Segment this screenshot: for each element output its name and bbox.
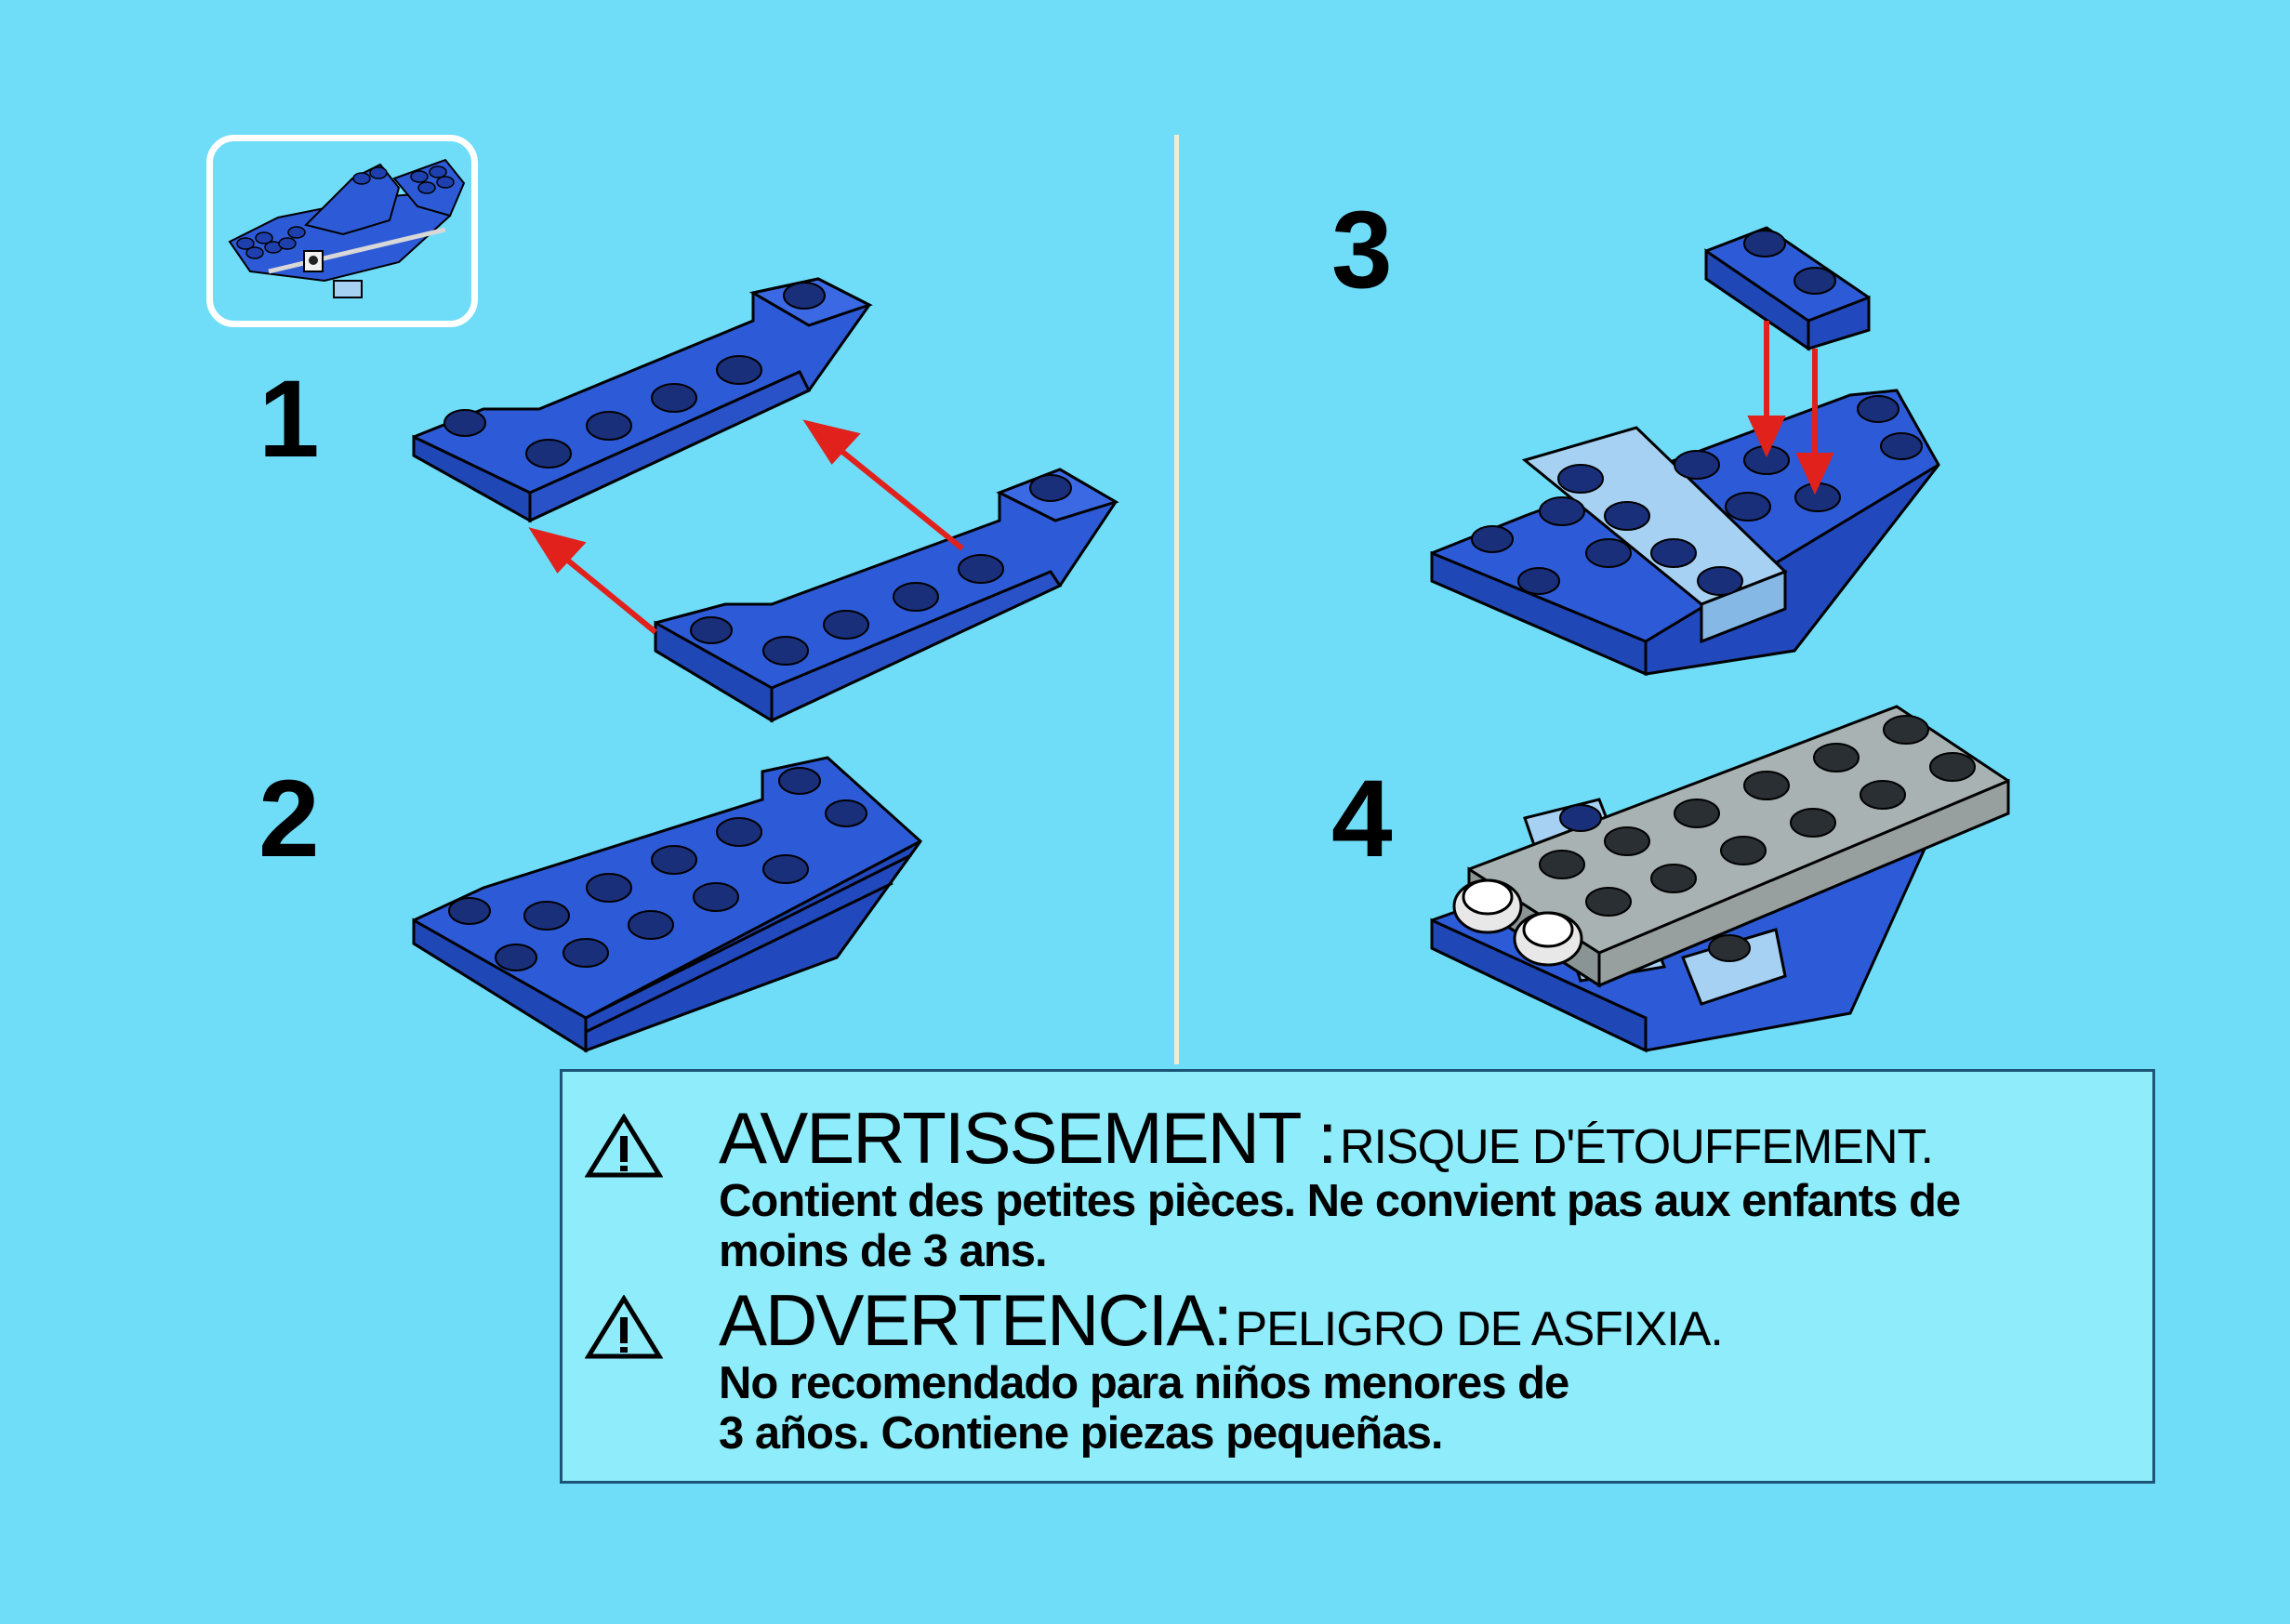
finished-model-thumbnail bbox=[206, 135, 478, 327]
step-number-1: 1 bbox=[258, 364, 318, 474]
column-divider bbox=[1174, 135, 1179, 1064]
warning-fr-title: AVERTISSEMENT : RISQUE D'ÉTOUFFEMENT. bbox=[719, 1096, 1933, 1181]
step-1-back-studs bbox=[444, 283, 825, 468]
step-1-front-brick bbox=[655, 469, 1116, 720]
warning-es-subheading: PELIGRO DE ASFIXIA. bbox=[1235, 1302, 1722, 1356]
warning-es-line-2: 3 años. Contiene piezas pequeñas. bbox=[719, 1408, 1569, 1459]
warning-es-body: No recomendado para niños menores de 3 a… bbox=[719, 1358, 1569, 1459]
step-number-4: 4 bbox=[1331, 764, 1391, 874]
warning-es-heading: ADVERTENCIA: bbox=[719, 1279, 1231, 1361]
step-4-eyes bbox=[1454, 880, 1582, 965]
finished-model-illustration bbox=[213, 141, 471, 321]
warning-fr-line-1: Contient des petites pièces. Ne convient… bbox=[719, 1176, 1960, 1226]
warning-triangle-icon bbox=[585, 1295, 663, 1360]
step-number-3: 3 bbox=[1331, 195, 1391, 305]
warning-es-line-1: No recomendado para niños menores de bbox=[719, 1358, 1569, 1408]
step-number-2: 2 bbox=[258, 764, 318, 874]
step-1-arrows bbox=[535, 424, 962, 632]
warning-es-title: ADVERTENCIA: PELIGRO DE ASFIXIA. bbox=[719, 1278, 1723, 1363]
step-3-top-plate bbox=[1706, 228, 1869, 349]
warning-fr-heading: AVERTISSEMENT : bbox=[719, 1097, 1336, 1179]
warning-triangle-icon bbox=[585, 1114, 663, 1179]
step-3-arrows bbox=[1752, 321, 1830, 488]
warning-fr-subheading: RISQUE D'ÉTOUFFEMENT. bbox=[1340, 1120, 1933, 1174]
warning-fr-body: Contient des petites pièces. Ne convient… bbox=[719, 1176, 1960, 1276]
step-1-back-brick bbox=[414, 279, 869, 521]
warning-fr-line-2: moins de 3 ans. bbox=[719, 1226, 1960, 1276]
choking-hazard-warning: AVERTISSEMENT : RISQUE D'ÉTOUFFEMENT. Co… bbox=[560, 1069, 2155, 1484]
step-1-front-studs bbox=[691, 475, 1071, 665]
